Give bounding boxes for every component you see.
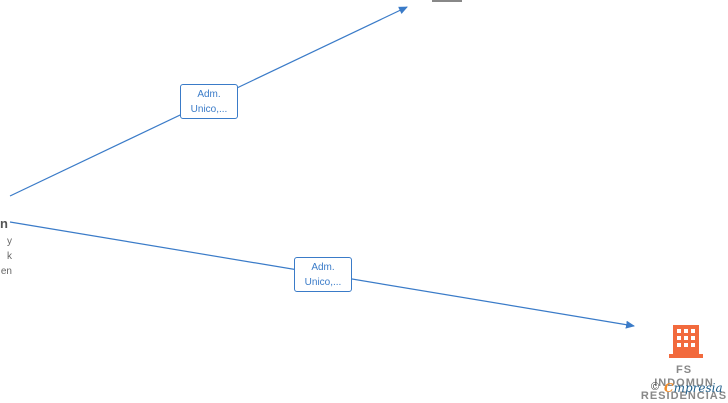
edge-label-bottom[interactable]: Adm. Unico,... bbox=[294, 257, 352, 292]
company-label-line: RESIDENCIAS bbox=[640, 390, 728, 402]
person-label: y k en bbox=[0, 234, 12, 279]
person-name-fragment[interactable]: n bbox=[0, 216, 8, 231]
company-label-line: INDOMUN bbox=[654, 377, 714, 389]
person-label-line: k bbox=[7, 251, 12, 262]
copyright-symbol: © bbox=[651, 381, 660, 393]
brand-rest: mpresia bbox=[673, 381, 723, 395]
edge-label-top[interactable]: Adm. Unico,... bbox=[180, 84, 238, 119]
brand-initial: C bbox=[664, 381, 674, 395]
top-node-fragment[interactable] bbox=[432, 0, 462, 2]
person-label-line: en bbox=[0, 266, 12, 277]
company-label-line: FS bbox=[675, 364, 693, 376]
brand-watermark: Cmpresia bbox=[664, 381, 723, 395]
company-label[interactable]: FS INDOMUN RESIDENCIAS bbox=[628, 364, 728, 403]
building-icon[interactable] bbox=[669, 325, 703, 358]
person-label-line: y bbox=[7, 236, 12, 247]
